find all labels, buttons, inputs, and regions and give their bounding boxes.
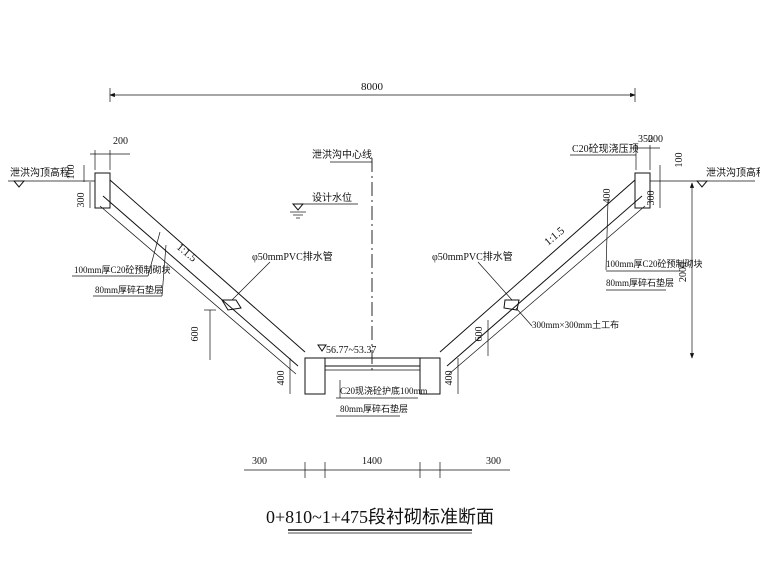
left-footing-label: 400 xyxy=(276,371,287,386)
right-pvc-label: φ50mmPVC排水管 xyxy=(432,250,513,263)
right-cap-height-label: 100 xyxy=(674,153,685,168)
design-water-level: 设计水位 xyxy=(290,191,358,219)
left-cap-depth-label: 300 xyxy=(76,193,87,208)
left-cap-width-label: 200 xyxy=(113,136,128,147)
overall-dimension: 8000 xyxy=(109,81,636,102)
bottom-width-label: 1400 xyxy=(362,456,382,467)
footing-seg-left-label: 300 xyxy=(252,456,267,467)
right-pipe-height-label: 600 xyxy=(474,327,485,342)
right-footing: 400 xyxy=(419,357,459,395)
left-top-elev-label: 泄洪沟顶高程 xyxy=(10,166,70,179)
left-pvc-label: φ50mmPVC排水管 xyxy=(252,250,333,263)
right-cap-depth-label: 300 xyxy=(646,191,657,206)
footing-seg-right-label: 300 xyxy=(486,456,501,467)
right-gravel-label: 80mm厚碎石垫层 xyxy=(606,277,674,288)
right-cap-width2-label: 200 xyxy=(648,134,663,145)
left-gravel-label: 80mm厚碎石垫层 xyxy=(95,284,163,295)
overall-width-label: 8000 xyxy=(361,81,384,93)
centerline-label: 泄洪沟中心线 xyxy=(312,148,372,161)
geotextile-label: 300mm×300mm土工布 xyxy=(532,319,619,330)
total-depth-label: 2000 xyxy=(678,262,689,282)
bottom-gravel-label: 80mm厚碎石垫层 xyxy=(340,403,408,414)
left-cap-height-label: 100 xyxy=(66,165,77,180)
right-cap-label: C20砼现浇压顶 xyxy=(572,142,639,155)
right-slope-lining: φ50mmPVC排水管 1:1.5 300mm×300mm土工布 600 100… xyxy=(432,179,703,375)
bottom-dimension: 300 1400 300 xyxy=(244,456,510,478)
right-slope-label: 1:1.5 xyxy=(542,224,567,248)
right-block-label: 100mm厚C20砼预制砌块 xyxy=(606,258,703,269)
right-cap-width-label: 350 xyxy=(638,134,653,145)
right-top-elev-label: 泄洪沟顶高程 xyxy=(706,166,760,179)
elevation-label: 56.77~53.37 xyxy=(326,345,376,356)
right-cap: 泄洪沟顶高程 C20砼现浇压顶 350 200 100 300 xyxy=(570,134,760,209)
drawing-title: 0+810~1+475段衬砌标准断面 xyxy=(266,507,494,527)
right-footing-label: 400 xyxy=(444,371,455,386)
left-block-label: 100mm厚C20砼预制砌块 xyxy=(74,264,171,275)
bottom-lining-label: C20现浇砼护底100mm xyxy=(340,385,428,396)
bottom-slab: 56.77~53.37 C20现浇砼护底100mm 80mm厚碎石垫层 xyxy=(317,344,428,417)
total-depth-dimension: 2000 xyxy=(678,182,695,359)
left-cap: 泄洪沟顶高程 200 100 300 xyxy=(8,136,130,209)
left-slope-lining: φ50mmPVC排水管 1:1.5 100mm厚C20砼预制砌块 80mm厚碎石… xyxy=(72,179,333,375)
design-water-label: 设计水位 xyxy=(312,191,352,204)
right-slope-upper-label: 400 xyxy=(602,189,613,204)
left-pipe-height-label: 600 xyxy=(190,327,201,342)
left-footing: 400 xyxy=(276,357,326,395)
